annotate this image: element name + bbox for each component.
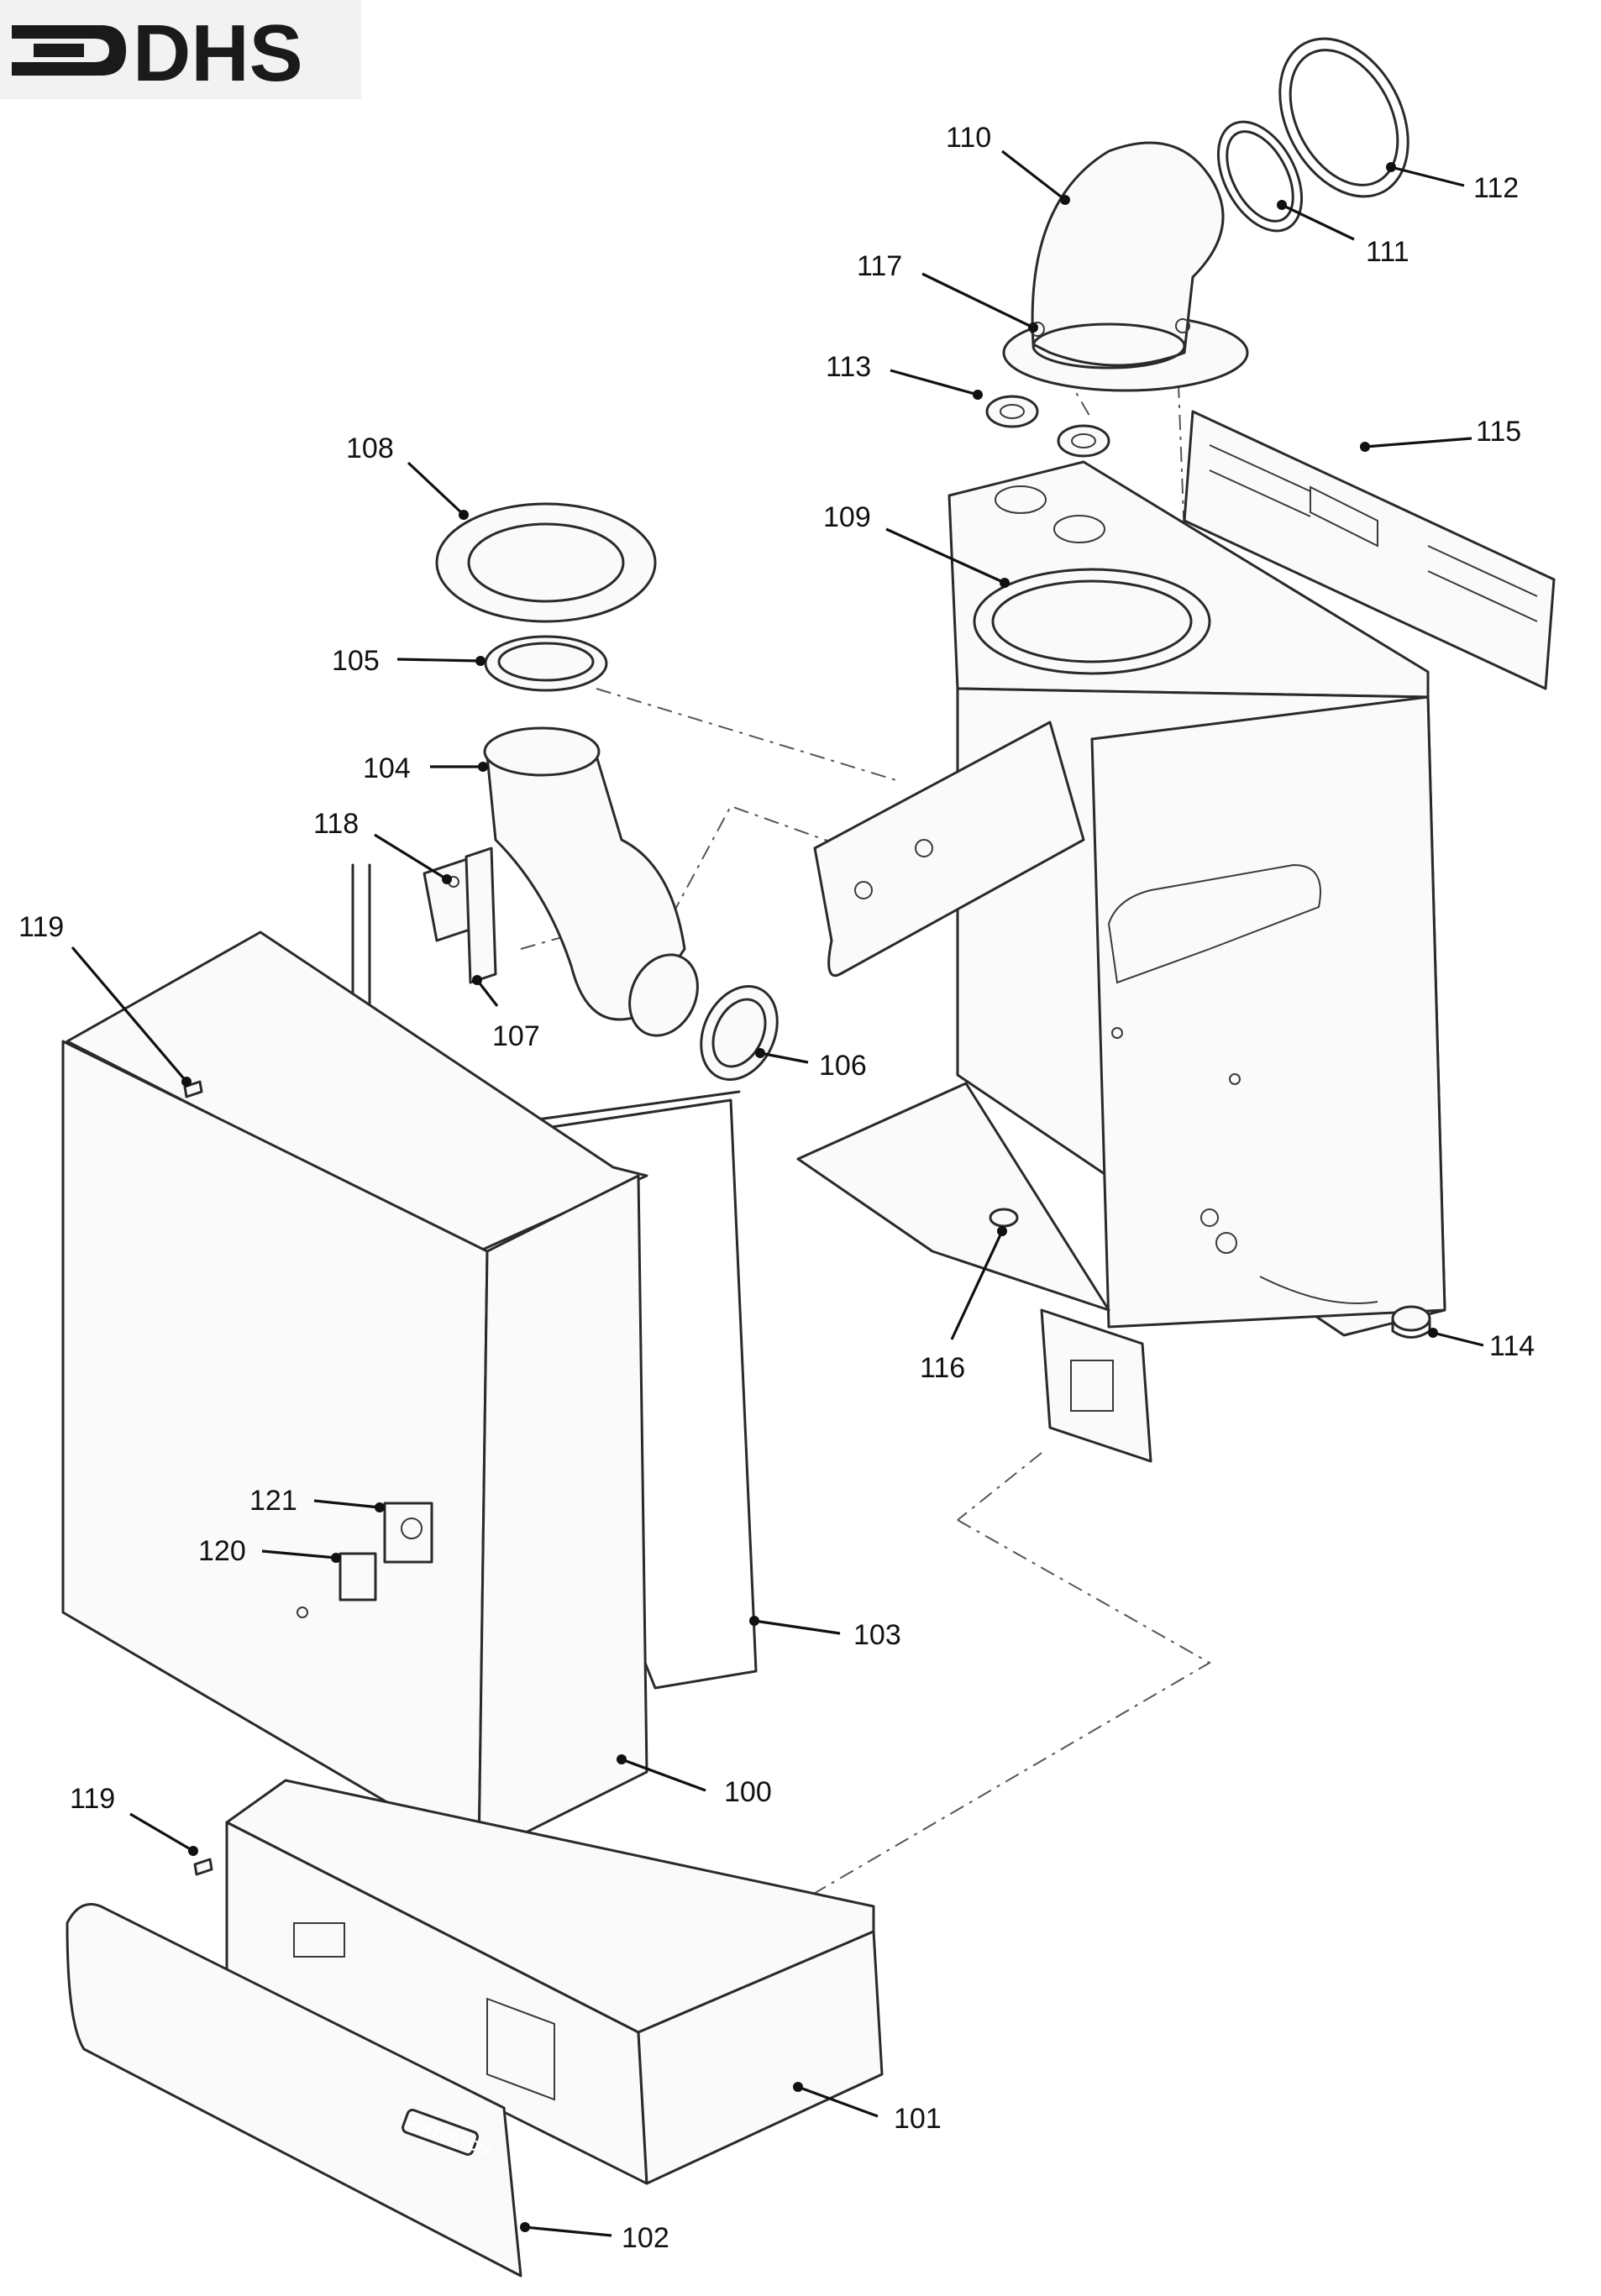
label-119-upper: 119 [18, 911, 64, 943]
callout-116: 116 [920, 1226, 1007, 1384]
foot-114 [1391, 1305, 1431, 1339]
callout-102: 102 [520, 2222, 669, 2254]
callout-121: 121 [249, 1485, 385, 1517]
label-105: 105 [332, 645, 380, 677]
flue-elbow-110 [1002, 141, 1249, 392]
rear-rail-115 [1183, 410, 1556, 690]
control-box-101 [225, 1779, 884, 2185]
callout-119-upper: 119 [18, 911, 192, 1087]
label-108: 108 [346, 432, 394, 464]
label-114: 114 [1489, 1330, 1535, 1362]
label-111: 111 [1366, 236, 1409, 268]
callout-119-lower: 119 [70, 1783, 198, 1856]
callout-107: 107 [472, 975, 540, 1052]
callout-109: 109 [823, 501, 1010, 588]
callout-115: 115 [1360, 416, 1521, 452]
callout-103: 103 [749, 1616, 901, 1651]
grommets-113 [985, 395, 1110, 458]
drain-fitting-116 [989, 1208, 1019, 1228]
callout-113: 113 [826, 351, 983, 400]
clamp-ring-112 [1278, 37, 1409, 198]
dhs-logo: DHS [0, 0, 361, 99]
callout-100: 100 [617, 1754, 772, 1808]
main-chassis-109 [796, 460, 1446, 1337]
callout-105: 105 [332, 645, 486, 677]
label-121: 121 [249, 1485, 297, 1517]
label-117: 117 [857, 250, 902, 282]
label-102: 102 [622, 2222, 669, 2254]
label-120: 120 [198, 1535, 246, 1567]
label-104: 104 [363, 752, 411, 784]
label-106: 106 [819, 1050, 867, 1082]
seal-ring-111 [1216, 120, 1304, 233]
label-103: 103 [853, 1619, 901, 1651]
callout-104: 104 [363, 752, 488, 784]
callout-118: 118 [313, 808, 452, 884]
flue-adaptor-104 [483, 726, 699, 1037]
front-casing-100 [61, 930, 648, 1858]
logo-text: DHS [133, 8, 303, 98]
callout-120: 120 [198, 1535, 341, 1567]
callout-110: 110 [946, 122, 1070, 205]
callout-114: 114 [1428, 1328, 1535, 1362]
label-113: 113 [826, 351, 871, 383]
callouts: 100 101 102 103 104 105 [18, 122, 1535, 2254]
screw-119-lower [193, 1858, 213, 1876]
callout-101: 101 [793, 2082, 942, 2135]
label-115: 115 [1476, 416, 1521, 448]
lower-bracket [1040, 1308, 1152, 1463]
label-112: 112 [1473, 172, 1519, 204]
front-fascia-102: PotTERTON [66, 1903, 522, 2278]
callout-112: 112 [1386, 162, 1519, 204]
callout-108: 108 [346, 432, 469, 520]
callout-117: 117 [857, 250, 1038, 333]
callout-111: 111 [1277, 200, 1409, 268]
label-107: 107 [492, 1020, 540, 1052]
label-118: 118 [313, 808, 359, 840]
label-119-lower: 119 [70, 1783, 115, 1815]
label-109: 109 [823, 501, 871, 533]
label-110: 110 [946, 122, 991, 154]
label-116: 116 [920, 1352, 965, 1384]
seal-ring-105 [484, 635, 608, 692]
elbow-seal-106 [700, 985, 779, 1081]
gasket-plate-108 [435, 502, 657, 623]
sensor-bracket-118 [423, 847, 497, 984]
label-101: 101 [894, 2103, 942, 2135]
label-100: 100 [724, 1776, 772, 1808]
callout-106: 106 [755, 1048, 867, 1082]
